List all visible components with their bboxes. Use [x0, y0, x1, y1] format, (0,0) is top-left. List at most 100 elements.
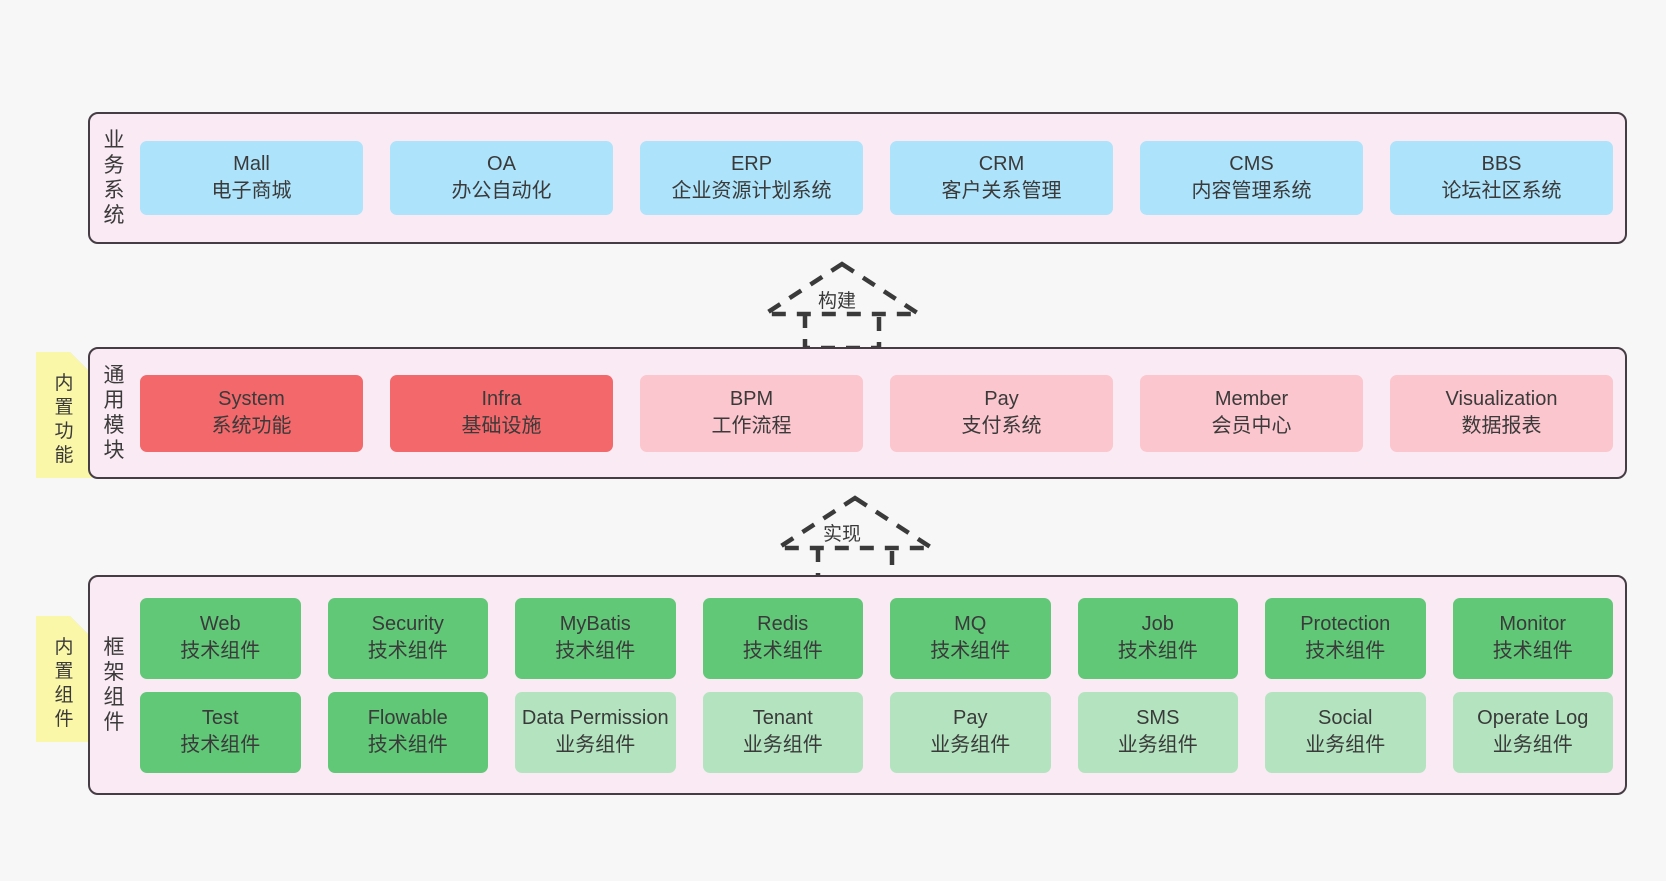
card-title-cn: 技术组件 [180, 640, 261, 662]
card-oa[interactable]: OA 办公自动化 [390, 141, 613, 215]
card-title-en: System [218, 388, 285, 410]
card-title-cn: 办公自动化 [451, 180, 552, 202]
card-title-en: Social [1318, 707, 1373, 729]
card-title-en: Infra [481, 388, 522, 410]
card-title-cn: 支付系统 [961, 415, 1042, 437]
card-title-en: OA [487, 153, 516, 175]
card-title-cn: 业务组件 [1305, 734, 1386, 756]
note-builtin-components-text: 内 置 组 件 [54, 637, 74, 730]
layer-framework-components-label: 框 架 组 件 [103, 636, 125, 734]
card-data-permission[interactable]: Data Permission 业务组件 [515, 691, 676, 773]
card-title-en: Flowable [367, 707, 448, 729]
card-title-cn: 技术组件 [742, 640, 823, 662]
card-title-en: ERP [730, 153, 773, 175]
layer-business-systems: 业 务 系 统 Mall 电子商城 OA 办公自动化 ERP 企业资源计划系统 … [88, 112, 1627, 244]
card-security[interactable]: Security 技术组件 [327, 597, 488, 679]
card-title-cn: 内容管理系统 [1191, 180, 1312, 202]
card-title-cn: 技术组件 [1305, 640, 1386, 662]
card-redis[interactable]: Redis 技术组件 [702, 597, 863, 679]
card-title-cn: 业务组件 [930, 734, 1011, 756]
card-pay-module[interactable]: Pay 支付系统 [890, 374, 1113, 452]
card-protection[interactable]: Protection 技术组件 [1265, 597, 1426, 679]
card-title-en: SMS [1136, 707, 1180, 729]
card-title-cn: 数据报表 [1461, 415, 1542, 437]
card-operate-log[interactable]: Operate Log 业务组件 [1452, 691, 1613, 773]
card-title-cn: 技术组件 [367, 640, 448, 662]
card-title-en: Member [1214, 388, 1289, 410]
card-erp[interactable]: ERP 企业资源计划系统 [640, 141, 863, 215]
layer-business-systems-label: 业 务 系 统 [103, 129, 125, 227]
card-crm[interactable]: CRM 客户关系管理 [890, 141, 1113, 215]
card-title-en: Mall [233, 153, 270, 175]
card-sms[interactable]: SMS 业务组件 [1077, 691, 1238, 773]
layer-framework-components-body: Web 技术组件 Security 技术组件 MyBatis 技术组件 Redi… [136, 577, 1625, 793]
card-system[interactable]: System 系统功能 [140, 374, 363, 452]
card-title-en: Pay [953, 707, 988, 729]
card-title-cn: 技术组件 [180, 734, 261, 756]
card-test[interactable]: Test 技术组件 [140, 691, 301, 773]
card-title-cn: 论坛社区系统 [1441, 180, 1562, 202]
connector-build-label: 构建 [818, 291, 857, 312]
layer-common-modules-body: System 系统功能 Infra 基础设施 BPM 工作流程 Pay 支付系统… [136, 349, 1625, 477]
card-pay-component[interactable]: Pay 业务组件 [890, 691, 1051, 773]
card-tenant[interactable]: Tenant 业务组件 [702, 691, 863, 773]
card-title-en: Test [201, 707, 239, 729]
card-infra[interactable]: Infra 基础设施 [390, 374, 613, 452]
card-mq[interactable]: MQ 技术组件 [890, 597, 1051, 679]
note-builtin-components: 内 置 组 件 [36, 616, 92, 742]
card-title-en: Security [371, 613, 444, 635]
card-title-en: BBS [1481, 153, 1522, 175]
card-mall[interactable]: Mall 电子商城 [140, 141, 363, 215]
connector-implement-arrow [770, 492, 940, 584]
layer-common-modules: 通 用 模 块 System 系统功能 Infra 基础设施 BPM 工作流程 … [88, 347, 1627, 479]
card-title-en: Protection [1300, 613, 1391, 635]
card-row: Test 技术组件 Flowable 技术组件 Data Permission … [140, 691, 1613, 773]
card-title-en: Operate Log [1477, 707, 1589, 729]
card-job[interactable]: Job 技术组件 [1077, 597, 1238, 679]
card-title-cn: 技术组件 [367, 734, 448, 756]
card-title-en: Tenant [752, 707, 813, 729]
card-title-en: Web [199, 613, 241, 635]
card-title-cn: 系统功能 [211, 415, 292, 437]
card-bbs[interactable]: BBS 论坛社区系统 [1390, 141, 1613, 215]
card-mybatis[interactable]: MyBatis 技术组件 [515, 597, 676, 679]
card-social[interactable]: Social 业务组件 [1265, 691, 1426, 773]
card-row: Mall 电子商城 OA 办公自动化 ERP 企业资源计划系统 CRM 客户关系… [140, 141, 1613, 215]
layer-business-systems-body: Mall 电子商城 OA 办公自动化 ERP 企业资源计划系统 CRM 客户关系… [136, 114, 1625, 242]
card-title-en: BPM [729, 388, 774, 410]
card-title-en: CRM [978, 153, 1025, 175]
connector-build-arrow [757, 258, 927, 350]
layer-framework-components: 框 架 组 件 Web 技术组件 Security 技术组件 MyBatis 技… [88, 575, 1627, 795]
card-title-cn: 工作流程 [711, 415, 792, 437]
card-title-en: Job [1141, 613, 1174, 635]
card-visualization[interactable]: Visualization 数据报表 [1390, 374, 1613, 452]
card-title-cn: 企业资源计划系统 [671, 180, 832, 202]
card-flowable[interactable]: Flowable 技术组件 [327, 691, 488, 773]
card-web[interactable]: Web 技术组件 [140, 597, 301, 679]
card-title-cn: 业务组件 [1492, 734, 1573, 756]
card-title-cn: 会员中心 [1211, 415, 1292, 437]
note-builtin-functions: 内 置 功 能 [36, 352, 92, 478]
card-title-en: Visualization [1445, 388, 1558, 410]
card-title-cn: 技术组件 [930, 640, 1011, 662]
card-title-cn: 技术组件 [555, 640, 636, 662]
card-monitor[interactable]: Monitor 技术组件 [1452, 597, 1613, 679]
card-row: System 系统功能 Infra 基础设施 BPM 工作流程 Pay 支付系统… [140, 374, 1613, 452]
card-cms[interactable]: CMS 内容管理系统 [1140, 141, 1363, 215]
card-title-cn: 技术组件 [1492, 640, 1573, 662]
card-title-cn: 技术组件 [1117, 640, 1198, 662]
card-title-en: MQ [954, 613, 987, 635]
card-title-en: MyBatis [559, 613, 631, 635]
card-title-cn: 电子商城 [211, 180, 292, 202]
note-builtin-functions-text: 内 置 功 能 [54, 373, 74, 466]
card-title-en: Pay [984, 388, 1019, 410]
card-title-cn: 业务组件 [555, 734, 636, 756]
card-title-cn: 客户关系管理 [941, 180, 1062, 202]
card-member[interactable]: Member 会员中心 [1140, 374, 1363, 452]
card-bpm[interactable]: BPM 工作流程 [640, 374, 863, 452]
card-title-cn: 基础设施 [461, 415, 542, 437]
card-title-cn: 业务组件 [742, 734, 823, 756]
connector-implement-label: 实现 [823, 524, 862, 545]
card-title-en: Redis [757, 613, 809, 635]
